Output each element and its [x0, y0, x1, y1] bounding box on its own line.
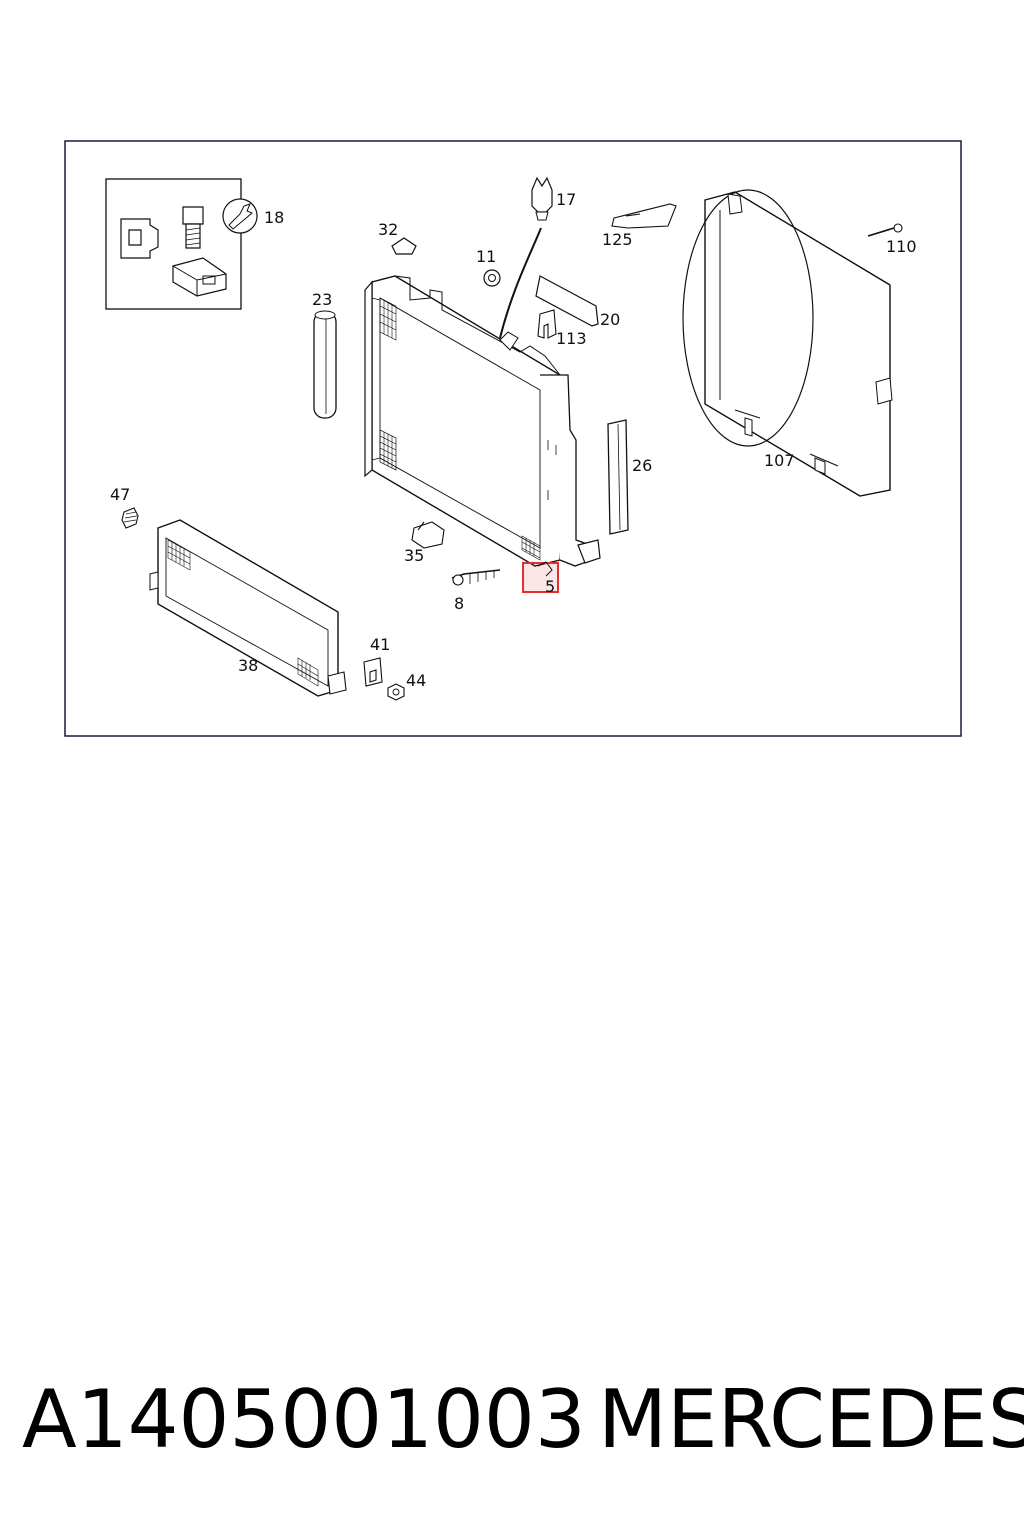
bolt-5 [537, 561, 553, 577]
callout-17[interactable]: 17 [556, 190, 576, 209]
callout-47[interactable]: 47 [110, 485, 130, 504]
brand-name: MERCEDES [598, 1373, 1024, 1466]
clip-17 [499, 176, 553, 339]
callout-125[interactable]: 125 [602, 230, 633, 249]
fan-shroud-107 [682, 189, 893, 497]
strip-20 [535, 275, 599, 327]
callout-35[interactable]: 35 [404, 546, 424, 565]
seal-strip-23 [313, 310, 337, 419]
callout-32[interactable]: 32 [378, 220, 398, 239]
callout-113[interactable]: 113 [556, 329, 587, 348]
callout-5[interactable]: 5 [545, 577, 555, 596]
nut-11 [483, 269, 501, 287]
callout-41[interactable]: 41 [370, 635, 390, 654]
callout-18[interactable]: 18 [264, 208, 284, 227]
callout-44[interactable]: 44 [406, 671, 426, 690]
bracket-41 [363, 657, 383, 687]
callout-8[interactable]: 8 [454, 594, 464, 613]
callout-11[interactable]: 11 [476, 247, 496, 266]
mount-35 [411, 521, 445, 549]
seal-strip-26 [607, 419, 629, 535]
fastener-kit-inset [105, 178, 258, 310]
bracket-125 [611, 203, 677, 229]
grommet-32 [391, 237, 417, 255]
callout-107[interactable]: 107 [764, 451, 795, 470]
callout-23[interactable]: 23 [312, 290, 332, 309]
pin-110 [867, 223, 903, 237]
callout-38[interactable]: 38 [238, 656, 258, 675]
bracket-113 [537, 309, 557, 339]
callout-110[interactable]: 110 [886, 237, 917, 256]
diagram-border [64, 140, 962, 737]
callout-20[interactable]: 20 [600, 310, 620, 329]
callout-26[interactable]: 26 [632, 456, 652, 475]
radiator [364, 275, 601, 567]
footer: A1405001003 MERCEDES [0, 1360, 1024, 1480]
cooler-38 [149, 519, 347, 697]
drain-screw-8 [451, 569, 501, 586]
nut-44 [387, 683, 405, 701]
bolt-47 [121, 507, 139, 529]
highlight-box-part-5[interactable] [522, 562, 559, 593]
part-number: A1405001003 [22, 1373, 586, 1466]
